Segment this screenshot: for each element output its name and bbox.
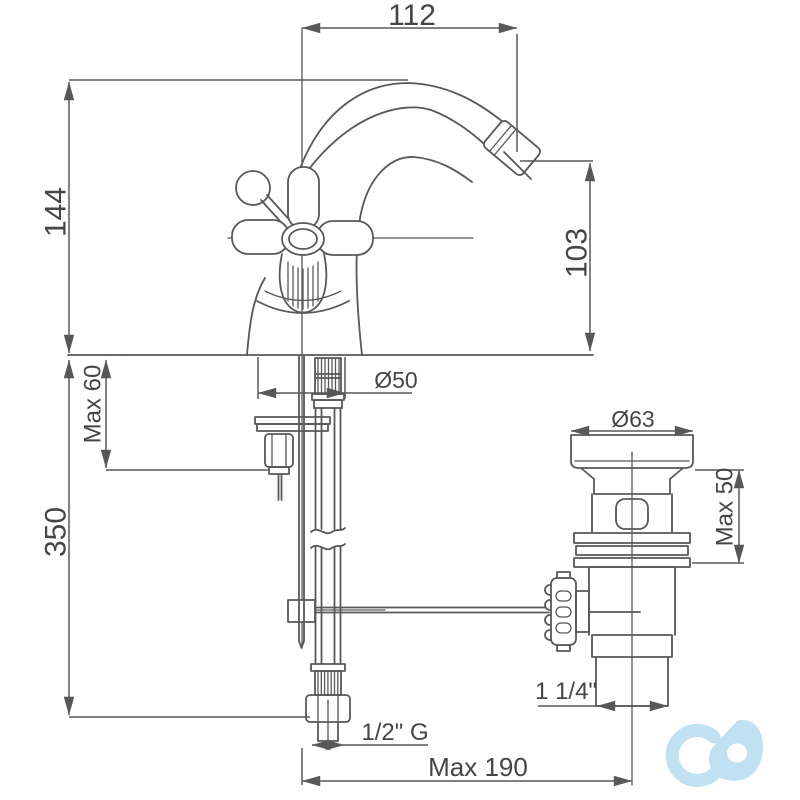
- dim-label-waste-thread: 1 1/4": [535, 678, 597, 705]
- aerator: [483, 120, 541, 176]
- dimension-popup-rod-reach: Max 190: [301, 748, 633, 787]
- waste-upper-body: [591, 493, 673, 534]
- handle-arm-left: [231, 219, 290, 255]
- hose-collar: [310, 663, 346, 672]
- body-right-and-spout-bottom-edge: [355, 156, 473, 356]
- spout-middle-arc: [308, 106, 491, 170]
- popup-knurled-knob: [550, 577, 577, 646]
- dim-label-popup-rod-reach: Max 190: [428, 752, 528, 782]
- dim-label-spout-reach: 112: [388, 0, 436, 32]
- waste-step: [591, 634, 673, 658]
- center-lines: [227, 27, 633, 786]
- dimension-deck-thickness: Max 60: [79, 359, 268, 471]
- mounting-washer: [254, 416, 331, 425]
- popup-rod-clamp: [287, 599, 316, 623]
- dim-label-aerator-height: 103: [561, 228, 594, 278]
- spout-outer-arc: [297, 82, 504, 175]
- handle-lower-arm-hatch: [287, 261, 319, 310]
- dim-label-waste-flange-diameter: Ø63: [611, 406, 654, 432]
- dim-label-supply-thread: 1/2" G: [361, 719, 428, 746]
- handle-lower-arm: [278, 253, 328, 314]
- waste-overflow-slot: [615, 498, 649, 530]
- drain-assembly-outline: [544, 434, 694, 707]
- knob-collar: [575, 590, 590, 633]
- dimension-supply-thread: 1/2" G: [311, 719, 429, 751]
- waste-neck: [593, 478, 671, 495]
- supply-hose-upper: [314, 407, 342, 530]
- dim-label-waste-deck-max: Max 50: [711, 468, 738, 547]
- dimension-aerator-height: 103: [520, 160, 596, 352]
- cd-brand-watermark-logo: [665, 720, 763, 787]
- under-deck-parts: [254, 354, 550, 742]
- handle-arm-top: [287, 166, 320, 230]
- dimension-waste-deck-max: Max 50: [692, 468, 745, 564]
- mounting-stud: [277, 473, 283, 501]
- handle-arm-right: [316, 220, 374, 256]
- dimension-waste-flange-diameter: Ø63: [570, 406, 694, 437]
- popup-horizontal-rod: [314, 606, 550, 614]
- dim-label-hose-length: 350: [40, 507, 73, 557]
- dimension-hose-length: 350: [40, 359, 310, 718]
- dim-label-deck-thickness: Max 60: [79, 365, 106, 444]
- faucet-outline: [231, 82, 541, 356]
- popup-rod: [298, 354, 305, 649]
- dimension-base-diameter: Ø50: [257, 357, 418, 399]
- water-stream-tick: [503, 151, 532, 180]
- supply-hose-lower: [314, 546, 342, 665]
- body-left-edge: [246, 277, 266, 356]
- dimension-spout-height: 144: [40, 79, 408, 354]
- hose-thread-hatch: [317, 671, 339, 695]
- waste-washer-2: [575, 545, 689, 556]
- dimension-spout-reach: 112: [301, 0, 518, 152]
- handle-knob: [235, 170, 271, 206]
- dim-label-base-diameter: Ø50: [374, 367, 417, 393]
- shank-thread-hatch: [317, 358, 340, 394]
- waste-washer-1: [573, 532, 691, 544]
- dim-label-spout-height: 144: [40, 187, 73, 237]
- hose-break-symbol: [310, 527, 346, 551]
- logo-d-loop: [708, 720, 763, 781]
- supply-hex-nut: [305, 694, 351, 723]
- dimension-waste-thread: 1 1/4": [535, 678, 669, 712]
- logo-c-loop: [665, 724, 721, 787]
- waste-flange: [570, 434, 694, 469]
- mounting-nut: [264, 433, 294, 468]
- handle-hub-inner: [288, 228, 318, 250]
